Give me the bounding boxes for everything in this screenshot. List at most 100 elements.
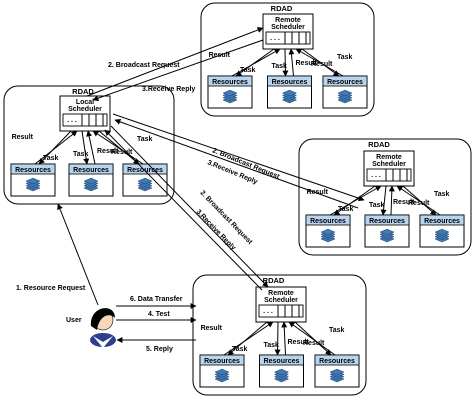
resource-box: Resources — [364, 214, 410, 248]
task-label: Task — [73, 151, 89, 158]
queue-dots: . . . — [67, 117, 77, 124]
rdad-label: RDAD — [263, 276, 285, 285]
result-label: Result — [97, 148, 119, 155]
queue-dots: . . . — [371, 172, 381, 179]
task-label: Task — [43, 155, 59, 162]
user-collar — [93, 336, 113, 348]
user-body — [90, 333, 116, 347]
resources-label: Resources — [369, 218, 405, 225]
result-label: Result — [303, 340, 325, 347]
result-link — [329, 185, 382, 216]
resource-box: Resources — [207, 75, 253, 109]
result-label: Result — [408, 200, 430, 207]
reply-label: 5. Reply — [146, 346, 173, 353]
resource-box: Resources — [122, 163, 168, 197]
resource-box: Resources — [305, 214, 351, 248]
result-link — [288, 321, 336, 356]
message-arrow — [114, 119, 359, 209]
message-arrow — [112, 113, 365, 202]
scheduler-label: Scheduler — [372, 161, 406, 168]
task-label: Task — [369, 202, 385, 209]
queue-dots: . . . — [270, 35, 280, 42]
task-label: Task — [434, 191, 450, 198]
message-arrow — [110, 125, 269, 288]
task-label: Task — [232, 346, 248, 353]
resources-label: Resources — [204, 358, 240, 365]
scheduler-label: Local — [76, 99, 94, 106]
result-label: Result — [393, 199, 415, 206]
task-link — [380, 185, 387, 216]
task-label: Task — [338, 206, 354, 213]
resource-request-label: 1. Resource Request — [16, 285, 86, 292]
resources-label: Resources — [73, 167, 109, 174]
result-link — [295, 48, 344, 77]
task-label: Task — [137, 136, 153, 143]
rdad-label: RDAD — [368, 140, 390, 149]
task-label: Task — [337, 54, 353, 61]
queue-dots: . . . — [263, 308, 273, 315]
scheduler-label: Scheduler — [264, 297, 298, 304]
resources-label: Resources — [424, 218, 460, 225]
task-link — [402, 185, 437, 216]
message-arrow — [92, 39, 264, 102]
result-link — [388, 185, 395, 216]
result-label: Result — [296, 60, 318, 67]
task-label: Task — [329, 327, 345, 334]
message-arrow — [104, 129, 263, 291]
resource-box: Resources — [267, 75, 312, 109]
resource-box: Resources — [419, 214, 465, 248]
resources-label: Resources — [15, 167, 51, 174]
broadcast-request-label: 2. Broadcast Request — [108, 62, 180, 69]
test-label: 4. Test — [148, 311, 170, 318]
resources-label: Resources — [264, 358, 300, 365]
scheduler-label: Scheduler — [68, 106, 102, 113]
task-link — [282, 48, 289, 77]
task-label: Task — [272, 63, 288, 70]
result-label: Result — [311, 61, 333, 68]
rdad-label: RDAD — [271, 4, 293, 13]
task-link — [81, 130, 90, 165]
result-link — [223, 321, 274, 356]
resources-label: Resources — [310, 218, 346, 225]
resource-box: Resources — [199, 354, 245, 388]
result-link — [231, 48, 281, 77]
resources-label: Resources — [212, 79, 248, 86]
result-link — [288, 48, 295, 77]
scheduler-label: Remote — [268, 290, 294, 297]
result-link — [86, 130, 96, 165]
message-arrow — [86, 27, 264, 97]
receive-reply-label: 3.Receive Reply — [195, 209, 237, 252]
result-label: Result — [201, 325, 223, 332]
result-link — [34, 130, 78, 165]
resources-label: Resources — [272, 79, 308, 86]
task-link — [294, 321, 332, 356]
resource-box: Resources — [314, 354, 360, 388]
task-link — [38, 130, 72, 165]
scheduler-label: Remote — [376, 154, 402, 161]
resources-label: Resources — [319, 358, 355, 365]
result-label: Result — [288, 339, 310, 346]
result-link — [396, 185, 441, 216]
resource-box: Resources — [10, 163, 56, 197]
data-transfer-label: 6. Data Transfer — [130, 296, 183, 303]
user-label: User — [66, 317, 82, 324]
result-link — [92, 130, 144, 165]
task-label: Task — [240, 67, 256, 74]
user-hair — [90, 308, 115, 330]
result-label: Result — [111, 149, 133, 156]
task-link — [274, 321, 281, 356]
rdad-label: RDAD — [72, 87, 94, 96]
resource-box: Resources — [322, 75, 368, 109]
result-link — [281, 321, 288, 356]
resources-label: Resources — [327, 79, 363, 86]
resource-box: Resources — [259, 354, 304, 388]
task-link — [227, 321, 268, 356]
result-label: Result — [12, 134, 34, 141]
